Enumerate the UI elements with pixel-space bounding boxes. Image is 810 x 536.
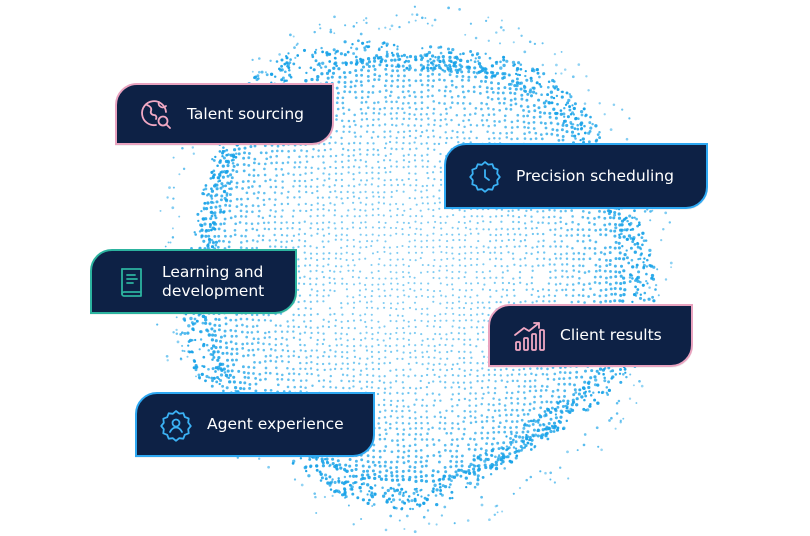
globe-search-icon: [139, 97, 173, 131]
talent-sourcing-card: Talent sourcing: [115, 83, 334, 145]
client-results-card: Client results: [488, 304, 693, 367]
learning-development-label: Learning and development: [162, 262, 265, 300]
badge-person-icon: [159, 408, 193, 442]
talent-sourcing-label: Talent sourcing: [187, 104, 304, 123]
agent-experience-label: Agent experience: [207, 415, 344, 433]
book-icon: [114, 265, 148, 299]
client-results-label: Client results: [560, 326, 662, 344]
agent-experience-card: Agent experience: [135, 392, 375, 457]
precision-scheduling-label: Precision scheduling: [516, 166, 674, 185]
growth-chart-icon: [512, 319, 546, 353]
learning-development-card: Learning and development: [90, 249, 297, 314]
badge-clock-icon: [468, 159, 502, 193]
precision-scheduling-card: Precision scheduling: [444, 143, 708, 209]
